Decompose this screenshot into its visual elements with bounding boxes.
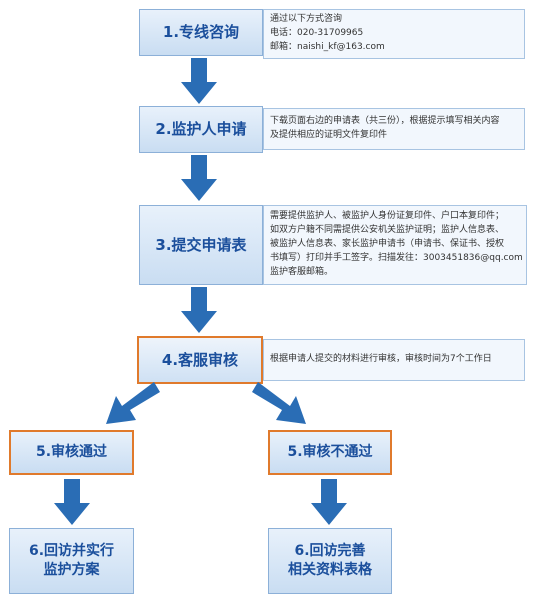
step-4-label: 4.客服审核	[161, 350, 239, 369]
step-2-box: 2.监护人申请	[139, 106, 263, 153]
desc-1-line-2: 电话：020-31709965	[270, 28, 364, 39]
desc-2-line-2: 及提供相应的证明文件复印件	[270, 130, 388, 140]
arrow-down-icon	[54, 479, 90, 525]
desc-4-line-1: 根据申请人提交的材料进行审核，审核时间为7个工作日	[270, 354, 492, 365]
arrow-down-icon	[181, 155, 217, 201]
step-6-approved-box: 6.回访并实行 监护方案	[9, 528, 134, 594]
step-4-box: 4.客服审核	[137, 336, 263, 384]
step-3-label: 3.提交申请表	[155, 235, 247, 254]
step-2-description: 下载页面右边的申请表（共三份），根据提示填写相关内容 及提供相应的证明文件复印件	[263, 108, 525, 150]
desc-3-line-2: 如双方户籍不同需提供公安机关监护证明；监护人信息表、	[270, 225, 505, 236]
desc-3-line-3: 被监护人信息表、家长监护申请书（申请书、保证书、授权	[270, 239, 505, 250]
step-2-label: 2.监护人申请	[155, 120, 247, 139]
desc-3-line-4: 书填写）打印并手工签字。扫描发往：3003451836@qq.com	[270, 252, 523, 263]
arrow-down-right-icon	[250, 380, 310, 428]
step-5-approved-label: 5.审核通过	[35, 444, 108, 461]
step-5-approved-box: 5.审核通过	[9, 430, 134, 475]
arrow-down-left-icon	[102, 380, 162, 428]
arrow-down-icon	[181, 58, 217, 104]
arrow-down-icon	[311, 479, 347, 525]
step-1-label: 1.专线咨询	[162, 23, 240, 42]
step-6-rejected-box: 6.回访完善 相关资料表格	[268, 528, 392, 594]
arrow-down-icon	[181, 287, 217, 333]
step-6-rejected-line-1: 6.回访完善	[294, 543, 366, 560]
desc-2-line-1: 下载页面右边的申请表（共三份），根据提示填写相关内容	[270, 116, 500, 127]
step-6-approved-line-1: 6.回访并实行	[28, 543, 115, 560]
step-5-rejected-label: 5.审核不通过	[287, 444, 373, 461]
step-1-description: 通过以下方式咨询 电话：020-31709965 邮箱：naishi_kf@16…	[263, 9, 525, 59]
desc-1-line-1: 通过以下方式咨询	[270, 14, 343, 25]
step-3-description: 需要提供监护人、被监护人身份证复印件、户口本复印件； 如双方户籍不同需提供公安机…	[263, 205, 527, 285]
step-6-rejected-line-2: 相关资料表格	[288, 562, 372, 578]
step-5-rejected-box: 5.审核不通过	[268, 430, 392, 475]
step-3-box: 3.提交申请表	[139, 205, 263, 285]
step-1-box: 1.专线咨询	[139, 9, 263, 56]
step-6-approved-line-2: 监护方案	[43, 562, 100, 578]
desc-1-line-3: 邮箱：naishi_kf@163.com	[270, 41, 385, 52]
desc-3-line-5: 监护客服邮箱。	[270, 266, 334, 277]
step-4-description: 根据申请人提交的材料进行审核，审核时间为7个工作日	[263, 339, 525, 381]
desc-3-line-1: 需要提供监护人、被监护人身份证复印件、户口本复印件；	[270, 211, 505, 222]
